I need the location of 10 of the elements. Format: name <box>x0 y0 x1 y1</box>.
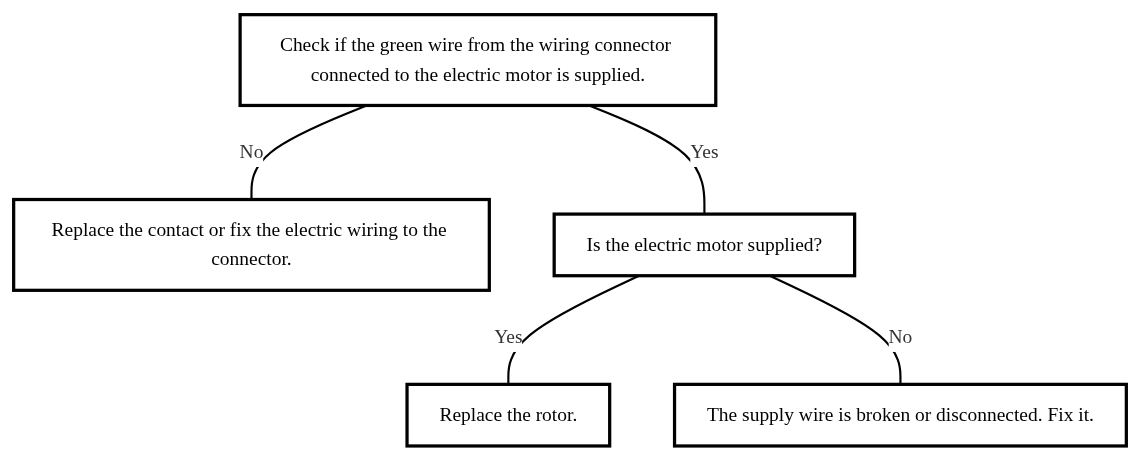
edge-label: No <box>239 140 264 163</box>
node-box <box>238 12 718 107</box>
node-box <box>552 212 857 277</box>
edge-label: Yes <box>494 325 523 348</box>
node-box <box>405 382 612 448</box>
flowchart: No Yes Yes No Check if the green wire from the wiring connector connected to the electric motor is supplied. Replace the contact or fix the electric wiring to the connector. Is the electric motor supplied? Replace the rotor. The supply wire is broken or disconnected. Fix it. <box>5 5 1135 455</box>
node-box <box>672 382 1128 448</box>
edge-label: Yes <box>690 140 719 163</box>
node-box <box>12 197 491 292</box>
edge-label: No <box>888 325 913 348</box>
